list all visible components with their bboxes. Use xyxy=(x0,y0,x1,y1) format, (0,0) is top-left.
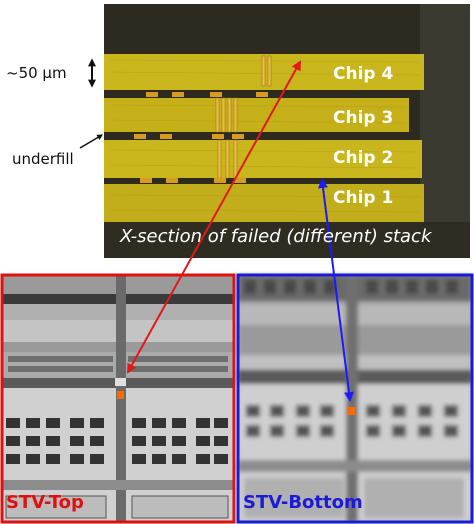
stv-top-image xyxy=(2,275,234,522)
underfill-pointer xyxy=(79,134,104,149)
underfill-label: underfill xyxy=(12,150,74,168)
chip-3-label: Chip 3 xyxy=(333,108,394,128)
stv-bottom-label: STV-Bottom xyxy=(243,492,363,513)
stv-bottom-marker xyxy=(348,407,355,415)
chip-4-label: Chip 4 xyxy=(333,64,394,84)
stv-top-label: STV-Top xyxy=(6,492,84,513)
stv-bottom-image xyxy=(238,275,472,522)
cross-section-caption: X-section of failed (different) stack xyxy=(120,226,432,247)
stv-bottom-border xyxy=(236,273,474,524)
scale-label: ~50 µm xyxy=(6,64,67,82)
stv-bottom-arrow xyxy=(318,178,354,402)
stv-top-arrow xyxy=(127,60,301,374)
cross-section-image xyxy=(104,4,470,258)
stv-top-border xyxy=(0,273,236,524)
stv-top-marker xyxy=(117,391,124,399)
chip-2-label: Chip 2 xyxy=(333,148,394,168)
chip-1-label: Chip 1 xyxy=(333,188,394,208)
